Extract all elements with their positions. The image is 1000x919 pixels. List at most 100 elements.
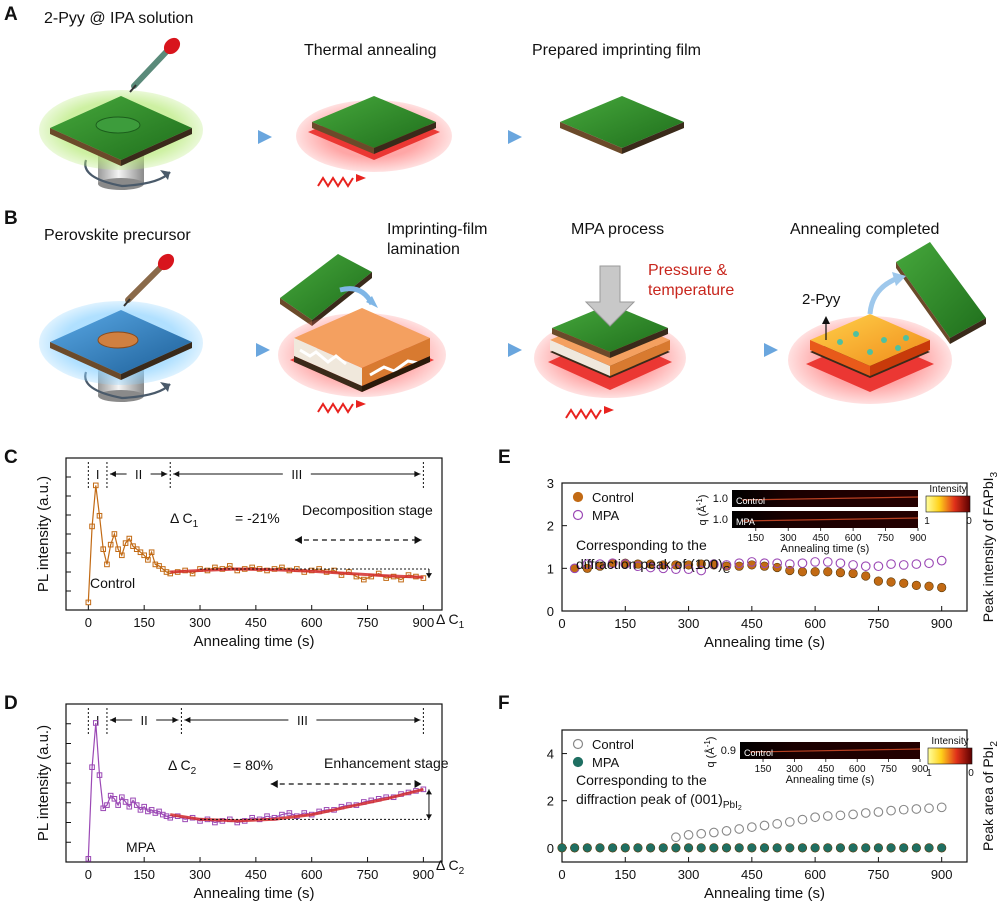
data-point <box>784 559 795 569</box>
data-point <box>797 843 808 853</box>
inset-x-tick-label: 750 <box>880 764 897 775</box>
heatmap-tick-label: 0.9 <box>721 745 736 757</box>
panel-letter-f: F <box>498 693 510 714</box>
data-point <box>89 523 95 530</box>
data-point <box>936 555 947 566</box>
inset-x-tick-label: 600 <box>845 533 862 544</box>
arrowhead <box>172 717 179 723</box>
data-point <box>797 558 808 569</box>
data-point <box>141 552 147 559</box>
data-point <box>582 559 593 569</box>
data-point <box>709 843 719 853</box>
data-point <box>873 576 884 586</box>
data-point <box>822 557 833 567</box>
data-point <box>119 552 125 559</box>
colorbar <box>927 747 973 765</box>
y-tick-label: 0 <box>547 841 554 856</box>
data-point <box>835 810 846 821</box>
colorbar-tick: 0 <box>968 768 974 779</box>
panel-letter-c: C <box>4 447 18 468</box>
delta-annotation: Δ C1 <box>170 510 199 530</box>
data-point <box>100 805 107 812</box>
data-point <box>152 561 159 568</box>
arrowhead <box>425 814 432 820</box>
data-point <box>848 568 858 579</box>
pyy-label: 2-Pyy <box>802 291 841 308</box>
x-axis-label: Annealing time (s) <box>194 633 315 650</box>
delta-value: = -21% <box>235 510 280 526</box>
data-point <box>911 804 922 814</box>
data-point <box>911 843 921 853</box>
x-tick-label: 300 <box>189 867 211 882</box>
data-point <box>633 843 643 853</box>
x-axis-label: Annealing time (s) <box>194 885 315 902</box>
inset-x-axis-label: Annealing time (s) <box>781 543 870 555</box>
inset-x-tick-label: 300 <box>786 764 803 775</box>
data-point <box>145 808 151 815</box>
heat-wave-icon <box>317 402 354 414</box>
inset-x-tick-label: 450 <box>812 533 829 544</box>
stage-annotation: Decomposition stage <box>302 502 433 518</box>
process-arrow-b2 <box>458 343 522 357</box>
data-point <box>361 576 367 583</box>
x-tick-label: 300 <box>678 867 700 882</box>
data-point <box>107 541 114 548</box>
data-point <box>772 843 782 853</box>
data-point <box>557 843 567 853</box>
data-point <box>924 558 934 569</box>
data-point <box>886 577 896 587</box>
heatmap-trace <box>741 517 919 522</box>
legend-marker <box>572 738 584 750</box>
pressure-label-line2: temperature <box>648 282 735 299</box>
stage-label: II <box>141 713 148 728</box>
data-point <box>835 558 846 569</box>
pressure-arrow-icon <box>584 265 636 327</box>
heatmap-row-label: Control <box>744 748 773 758</box>
x-tick-label: 300 <box>189 615 211 630</box>
data-point <box>658 560 668 570</box>
heatmap-tick-label: 1.0 <box>713 514 728 526</box>
x-tick-label: 450 <box>245 615 267 630</box>
data-point <box>658 843 668 853</box>
data-point <box>130 543 136 549</box>
x-tick-label: 450 <box>741 616 763 631</box>
x-tick-label: 0 <box>85 615 92 630</box>
heatmap-row-label: Control <box>736 496 765 506</box>
y-tick-label: 2 <box>547 794 554 809</box>
process-arrow-a1 <box>208 130 272 144</box>
data-point <box>746 822 757 832</box>
heatmap-trace <box>749 748 921 753</box>
data-point <box>759 558 770 569</box>
inset-x-tick-label: 450 <box>817 764 834 775</box>
data-point <box>899 843 909 853</box>
prepared-film-a <box>560 96 684 154</box>
y-tick-label: 1 <box>547 561 554 576</box>
panel-letter-a: A <box>4 4 18 25</box>
data-point <box>595 559 605 569</box>
x-tick-label: 0 <box>558 616 565 631</box>
spin-coater-b <box>39 253 203 402</box>
heatmap-row-label: MPA <box>736 517 755 527</box>
data-point <box>785 843 795 853</box>
data-point <box>92 482 99 489</box>
data-point <box>835 567 846 578</box>
inset-x-tick-label: 150 <box>755 764 772 775</box>
data-point <box>122 540 129 546</box>
data-point <box>85 599 92 606</box>
x-axis-label: Annealing time (s) <box>704 634 825 651</box>
data-point <box>696 828 707 839</box>
panel-letter-d: D <box>4 693 18 714</box>
data-point <box>696 843 706 853</box>
data-point <box>734 824 745 834</box>
lamination-stack <box>278 254 446 414</box>
y-tick-label: 4 <box>547 747 554 762</box>
data-point <box>747 560 757 570</box>
sample-label: MPA <box>126 839 156 855</box>
x-tick-label: 450 <box>245 867 267 882</box>
step-label-imprinting-film: Imprinting-film <box>387 221 488 238</box>
data-point <box>886 843 896 853</box>
legend-label: Control <box>592 737 634 752</box>
